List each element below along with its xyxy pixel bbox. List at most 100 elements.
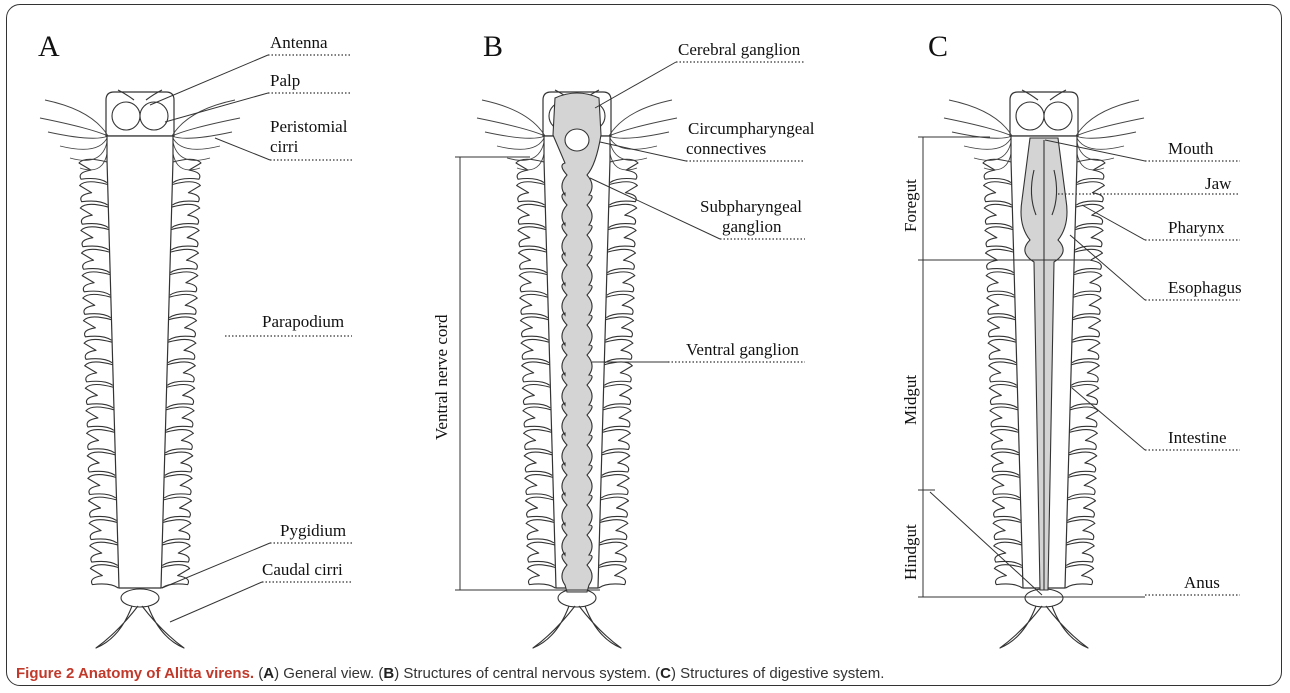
parapodium — [1075, 227, 1103, 250]
label-peristomial-2: cirri — [270, 137, 299, 156]
peristomial-cirrus — [172, 118, 240, 136]
parapodium — [601, 475, 629, 498]
label-hindgut: Hindgut — [901, 524, 920, 580]
peristomial-cirrus — [1076, 100, 1139, 136]
label-ventral-ganglion: Ventral ganglion — [686, 340, 799, 359]
parapodium — [90, 565, 118, 588]
parapodium — [163, 520, 191, 543]
parapodium — [166, 407, 194, 430]
parapodium — [986, 272, 1014, 295]
leader-pharynx — [1082, 205, 1145, 240]
label-subpharyngeal-2: ganglion — [722, 217, 782, 236]
parapodium — [83, 317, 111, 340]
figure-caption: Figure 2 Anatomy of Alitta virens. (A) G… — [16, 665, 1266, 682]
parapodium — [171, 227, 199, 250]
parapodium — [520, 294, 548, 317]
label-peristomial-1: Peristomial — [270, 117, 348, 136]
parapodium — [81, 227, 109, 250]
label-cerebral-ganglion: Cerebral ganglion — [678, 40, 801, 59]
parapodium — [170, 249, 198, 272]
parapodium — [1066, 565, 1094, 588]
peristomial-cirrus — [172, 136, 210, 160]
parapodium — [165, 430, 193, 453]
parapodium — [168, 339, 196, 362]
parapodium — [162, 565, 190, 588]
panel-a-labels: Antenna Palp Peristomial cirri Parapodiu… — [150, 33, 352, 622]
palp-right — [140, 102, 168, 130]
parapodium — [520, 317, 548, 340]
panel-letter-c: C — [928, 30, 948, 63]
parapodium — [987, 294, 1015, 317]
parapodium — [991, 430, 1019, 453]
parapodium — [524, 452, 552, 475]
leader-caudal-cirri — [170, 582, 262, 622]
parapodium — [162, 542, 190, 565]
parapodium — [82, 249, 110, 272]
parapodium — [988, 339, 1016, 362]
panel-letter-a: A — [38, 30, 60, 63]
parapodium — [167, 362, 195, 385]
parapodium — [170, 272, 198, 295]
caudal-cirrus-left — [96, 606, 138, 648]
parapodium — [1069, 452, 1097, 475]
parapodium — [173, 159, 201, 182]
parapodium — [993, 520, 1021, 543]
caption-letter-b: B — [383, 665, 394, 682]
parapodium — [606, 294, 634, 317]
peristomial-cirrus — [609, 100, 672, 136]
worm-b-nervous-system — [477, 90, 677, 648]
parapodium — [517, 204, 545, 227]
caption-text-b: Structures of central nervous system. — [403, 665, 651, 682]
parapodium — [1067, 520, 1095, 543]
palp-right — [1044, 102, 1072, 130]
leader-intestine — [1072, 388, 1145, 450]
label-circumpharyngeal-1: Circumpharyngeal — [688, 119, 815, 138]
parapodium — [1074, 249, 1102, 272]
parapodium — [1076, 204, 1104, 227]
caudal-cirrus-left — [1000, 606, 1042, 648]
peristomial-cirrus — [1076, 118, 1144, 136]
parapodium — [165, 452, 193, 475]
label-palp: Palp — [270, 71, 300, 90]
pygidium — [121, 589, 159, 607]
leader-esophagus — [1070, 235, 1145, 300]
parapodium — [516, 159, 544, 182]
trunk — [107, 136, 173, 588]
label-parapodium: Parapodium — [262, 312, 344, 331]
parapodium — [1071, 362, 1099, 385]
worm-c-digestive-system — [944, 90, 1144, 648]
parapodium — [994, 565, 1022, 588]
label-midgut: Midgut — [901, 375, 920, 425]
peristomial-cirrus — [40, 118, 108, 136]
peristomial-cirrus — [944, 118, 1012, 136]
leader-cerebral — [595, 62, 676, 108]
label-jaw: Jaw — [1205, 174, 1232, 193]
parapodium — [521, 339, 549, 362]
parapodium — [164, 475, 192, 498]
parapodium — [609, 204, 637, 227]
parapodium — [602, 452, 630, 475]
parapodium — [989, 384, 1017, 407]
parapodium — [517, 182, 545, 205]
parapodium — [518, 227, 546, 250]
parapodium — [1068, 497, 1096, 520]
parapodium — [605, 339, 633, 362]
label-pharynx: Pharynx — [1168, 218, 1225, 237]
peristomial-cirrus — [984, 136, 1012, 170]
parapodium — [610, 159, 638, 182]
head — [1010, 90, 1078, 136]
parapodium — [524, 430, 552, 453]
parapodium — [604, 362, 632, 385]
parapodium — [522, 362, 550, 385]
parapodium — [525, 497, 553, 520]
label-caudal-cirri: Caudal cirri — [262, 560, 343, 579]
peristomial-cirrus — [482, 100, 545, 136]
parapodium — [603, 407, 631, 430]
parapodium — [1071, 384, 1099, 407]
label-esophagus: Esophagus — [1168, 278, 1242, 297]
palp-left — [112, 102, 140, 130]
parapodium — [80, 204, 108, 227]
parapodium — [1070, 407, 1098, 430]
parapodium — [527, 565, 555, 588]
